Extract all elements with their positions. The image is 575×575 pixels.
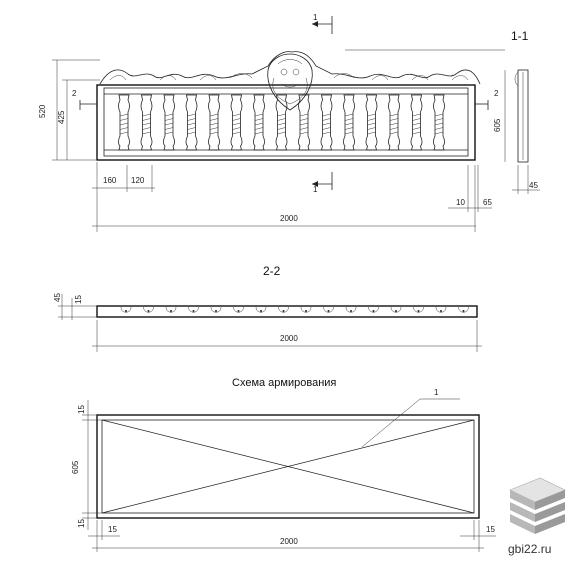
- baluster: [298, 94, 310, 151]
- stacked-slabs-icon: [509, 477, 566, 534]
- dim-width-45: 45: [529, 181, 538, 190]
- dim-length-2000-bottom: 2000: [280, 537, 298, 546]
- baluster-hole: [435, 306, 447, 313]
- dim-height-520: 520: [38, 104, 47, 118]
- section-2-2-profile: [96, 305, 478, 318]
- baluster-hole: [143, 306, 154, 313]
- baluster: [320, 94, 333, 151]
- dim-width-65: 65: [483, 198, 492, 207]
- elevation-dimensions: 520 425 605 160 120 2000 10 65 45: [38, 59, 540, 232]
- baluster: [163, 94, 175, 151]
- baluster-hole: [255, 306, 267, 313]
- slab-outline: [96, 414, 480, 519]
- dim-section-45: 45: [53, 293, 62, 302]
- cut-2-right-label: 2: [494, 89, 499, 98]
- callout-1-label: 1: [434, 388, 439, 397]
- baluster-hole: [368, 306, 379, 313]
- baluster-hole: [210, 306, 222, 313]
- dim-right-cover-15: 15: [486, 525, 495, 534]
- brand-site-text: gbi22.ru: [508, 542, 551, 556]
- baluster-hole: [120, 306, 132, 313]
- reinforcement-scheme: Схема армирования 1 15 605 15 15 15 2000: [71, 377, 496, 552]
- dim-width-10: 10: [456, 198, 465, 207]
- section-2-2-title: 2-2: [263, 264, 281, 278]
- rebar-diagonal-2: [101, 419, 475, 514]
- fence-panel-elevation: 1 1 2 2 1-1: [72, 13, 529, 194]
- dim-width-120: 120: [131, 176, 145, 185]
- dim-left-cover-15: 15: [108, 525, 117, 534]
- cut-1-top-label: 1: [313, 13, 318, 22]
- baluster-hole: [458, 306, 469, 313]
- baluster: [253, 94, 265, 151]
- section-2-2: 2-2 45 15 2000: [53, 264, 482, 352]
- central-mask-ornament: [267, 53, 313, 111]
- dim-slab-605: 605: [71, 460, 80, 474]
- baluster-hole: [188, 306, 199, 313]
- baluster: [410, 94, 423, 151]
- section-1-1-title: 1-1: [511, 29, 529, 43]
- dim-length-2000-top: 2000: [280, 214, 298, 223]
- baluster: [118, 94, 130, 151]
- baluster: [388, 94, 400, 151]
- dim-height-605: 605: [493, 118, 502, 132]
- reinforcement-title: Схема армирования: [232, 377, 336, 389]
- brand-logo: gbi22.ru: [508, 477, 566, 556]
- baluster-hole: [165, 306, 177, 313]
- baluster-hole: [390, 306, 402, 313]
- baluster-hole: [278, 306, 289, 313]
- baluster: [185, 94, 198, 151]
- side-profile-section: [514, 69, 529, 163]
- baluster: [433, 94, 445, 151]
- baluster-hole: [413, 306, 424, 313]
- ornamental-crest: [99, 51, 481, 85]
- dim-length-2000-mid: 2000: [280, 334, 298, 343]
- dim-bottom-cover-15: 15: [77, 519, 86, 528]
- baluster-hole: [345, 306, 357, 313]
- dim-top-cover-15: 15: [77, 405, 86, 414]
- dim-width-160: 160: [103, 176, 117, 185]
- dim-height-425: 425: [57, 110, 66, 124]
- cut-2-left-label: 2: [72, 89, 77, 98]
- baluster: [230, 94, 243, 151]
- dim-section-15: 15: [74, 295, 83, 304]
- panel-inner-frame: [103, 87, 469, 157]
- panel-outline: [96, 84, 476, 161]
- baluster: [343, 94, 355, 151]
- rebar-frame: [101, 419, 475, 514]
- baluster-hole: [323, 306, 334, 313]
- baluster: [208, 94, 220, 151]
- callout-leader: [361, 398, 421, 448]
- baluster-hole: [300, 306, 312, 313]
- baluster: [365, 94, 378, 151]
- crest-scrolls: [109, 73, 469, 81]
- baluster: [140, 94, 153, 151]
- baluster-hole: [233, 306, 244, 313]
- baluster-holes: [120, 306, 469, 313]
- cut-1-bottom-label: 1: [313, 185, 318, 194]
